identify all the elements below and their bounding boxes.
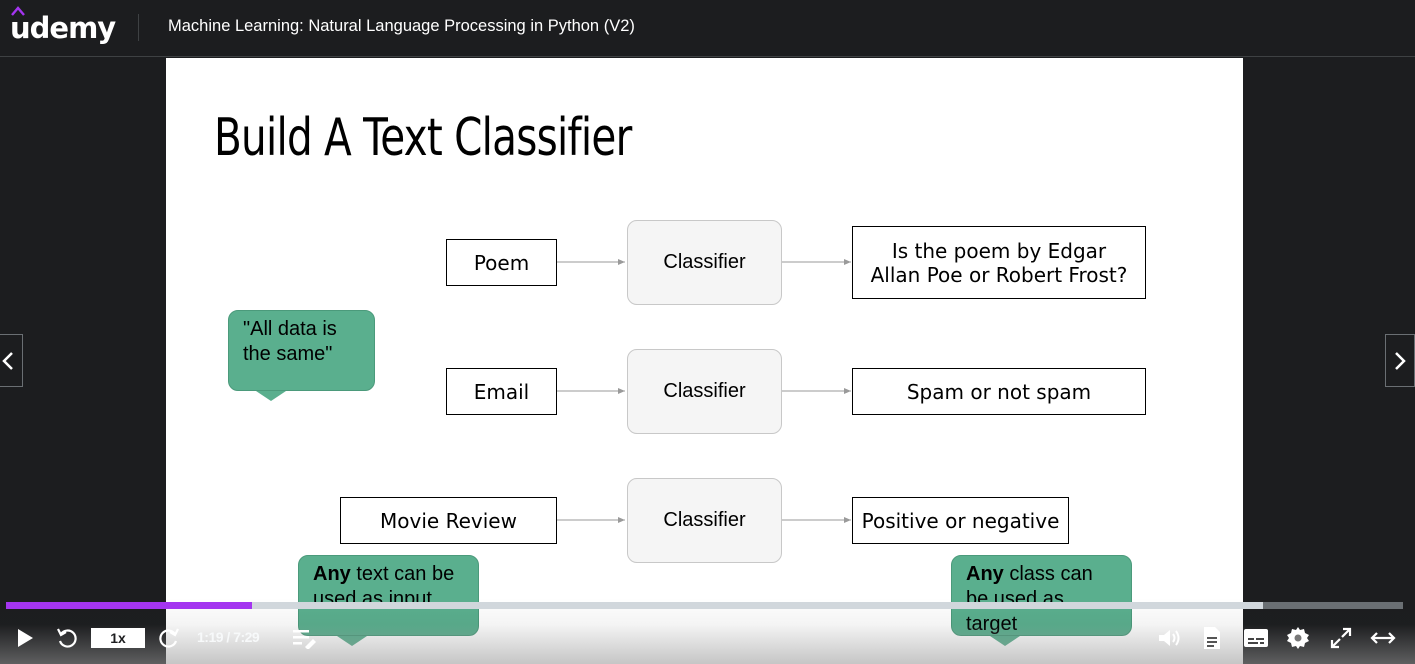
forward-icon xyxy=(159,628,179,648)
volume-button[interactable] xyxy=(1156,625,1182,651)
time-display: 1:19 / 7:29 xyxy=(197,629,260,645)
logo-text: udemy xyxy=(10,11,116,45)
course-title[interactable]: Machine Learning: Natural Language Proce… xyxy=(168,17,635,35)
bubble-all-data-same: "All data is the same" xyxy=(228,310,375,401)
transcript-icon xyxy=(1204,627,1220,649)
play-icon xyxy=(18,629,33,647)
video-frame[interactable]: Build A Text Classifier Poem Classifier … xyxy=(166,58,1243,664)
classifier-box-movie-review: Classifier xyxy=(627,478,782,563)
notes-icon xyxy=(293,630,316,649)
forward-button[interactable] xyxy=(156,625,182,651)
next-lecture-button[interactable] xyxy=(1385,334,1415,387)
captions-icon xyxy=(1244,629,1268,647)
slide-title: Build A Text Classifier xyxy=(214,108,632,168)
rewind-button[interactable] xyxy=(54,625,80,651)
logo-hat-icon xyxy=(11,6,25,16)
flow-arrows xyxy=(556,259,851,523)
play-button[interactable] xyxy=(12,625,38,651)
input-box-poem: Poem xyxy=(446,239,557,286)
rewind-icon xyxy=(57,628,77,648)
progress-played xyxy=(6,602,252,609)
chevron-right-icon xyxy=(1395,351,1406,370)
output-box-movie-review: Positive or negative xyxy=(852,497,1069,544)
settings-icon xyxy=(1287,627,1309,649)
chevron-left-icon xyxy=(2,351,13,370)
expand-icon xyxy=(1370,632,1396,644)
fullscreen-icon xyxy=(1330,627,1352,649)
output-box-poem: Is the poem by Edgar Allan Poe or Robert… xyxy=(852,226,1146,299)
bubble-tail xyxy=(256,391,286,401)
volume-icon xyxy=(1159,630,1180,646)
bubble-all-data-same-text: "All data is the same" xyxy=(243,318,337,365)
player-controls xyxy=(0,598,1415,664)
bubble-any-class-bold: Any xyxy=(966,563,1004,585)
classifier-box-poem: Classifier xyxy=(627,220,782,305)
header-divider xyxy=(138,14,139,41)
classifier-box-email: Classifier xyxy=(627,349,782,434)
add-note-button[interactable] xyxy=(290,625,318,651)
top-bar: udemy Machine Learning: Natural Language… xyxy=(0,0,1415,57)
progress-bar[interactable] xyxy=(6,602,1403,609)
bubble-any-text-bold: Any xyxy=(313,563,351,585)
settings-button[interactable] xyxy=(1285,625,1311,651)
input-box-movie-review: Movie Review xyxy=(340,497,557,544)
fullscreen-button[interactable] xyxy=(1328,625,1354,651)
expand-view-button[interactable] xyxy=(1369,625,1397,651)
captions-button[interactable] xyxy=(1242,625,1270,651)
progress-buffer xyxy=(6,602,1263,609)
udemy-logo[interactable]: udemy xyxy=(10,6,116,48)
input-box-email: Email xyxy=(446,368,557,415)
previous-lecture-button[interactable] xyxy=(0,334,23,387)
playback-speed-button[interactable]: 1x xyxy=(91,628,145,648)
transcript-button[interactable] xyxy=(1199,625,1225,651)
output-box-email: Spam or not spam xyxy=(852,368,1146,415)
